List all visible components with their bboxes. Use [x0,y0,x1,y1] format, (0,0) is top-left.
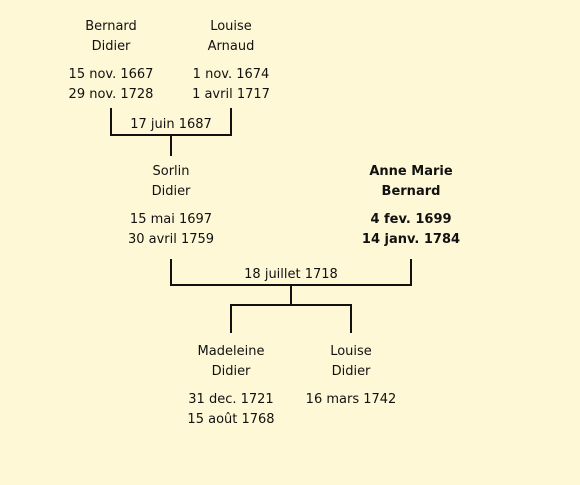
children-bracket [230,304,352,333]
person-madeleine-didier[interactable]: Madeleine Didier 31 dec. 1721 15 août 17… [161,342,301,430]
given-name: Louise [210,19,252,34]
given-name: Bernard [85,19,137,34]
person-sorlin-didier[interactable]: Sorlin Didier 15 mai 1697 30 avril 1759 [101,162,241,250]
given-name: Anne Marie [369,164,453,179]
birth-date: 1 nov. 1674 [192,67,270,82]
death-date: 29 nov. 1728 [68,87,154,102]
given-name: Madeleine [197,344,265,359]
birth-date: 4 fev. 1699 [370,212,452,227]
marriage-date-1: 17 juin 1687 [130,117,212,132]
person-louise-didier[interactable]: Louise Didier 16 mars 1742 [281,342,421,410]
given-name: Sorlin [152,164,190,179]
birth-date: 31 dec. 1721 [188,392,274,407]
life-dates: 1 nov. 1674 1 avril 1717 [161,65,301,105]
death-date: 1 avril 1717 [192,87,270,102]
surname: Didier [151,184,191,199]
life-dates: 15 mai 1697 30 avril 1759 [101,210,241,250]
surname: Bernard [381,184,441,199]
person-louise-arnaud[interactable]: Louise Arnaud 1 nov. 1674 1 avril 1717 [161,17,301,105]
person-bernard-didier[interactable]: Bernard Didier 15 nov. 1667 29 nov. 1728 [41,17,181,105]
marriage-date-2: 18 juillet 1718 [244,267,338,282]
birth-date: 15 nov. 1667 [68,67,154,82]
surname: Didier [211,364,251,379]
birth-date: 16 mars 1742 [305,392,397,407]
person-anne-marie-bernard[interactable]: Anne Marie Bernard 4 fev. 1699 14 janv. … [341,162,481,250]
surname: Arnaud [207,39,255,54]
life-dates: 31 dec. 1721 15 août 1768 [161,390,301,430]
life-dates: 16 mars 1742 [281,390,421,410]
death-date: 14 janv. 1784 [361,232,461,247]
birth-date: 15 mai 1697 [129,212,213,227]
given-name: Louise [330,344,372,359]
surname: Didier [91,39,131,54]
death-date: 15 août 1768 [187,412,275,427]
surname: Didier [331,364,371,379]
life-dates: 4 fev. 1699 14 janv. 1784 [341,210,481,250]
life-dates: 15 nov. 1667 29 nov. 1728 [41,65,181,105]
death-date: 30 avril 1759 [127,232,215,247]
